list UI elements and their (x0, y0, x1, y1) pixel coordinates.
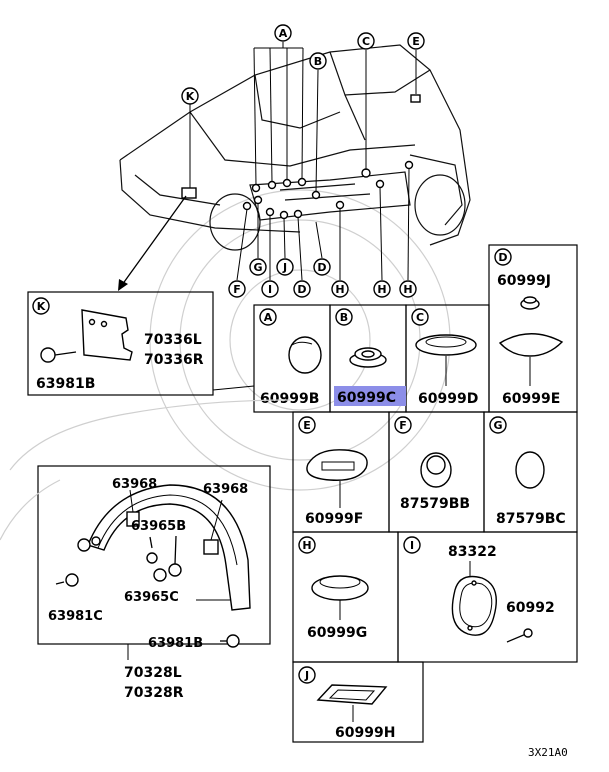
label-60999j: 60999J (497, 273, 551, 289)
bolt-63981b-liner (220, 634, 240, 648)
detail-box-j: J 60999H (298, 666, 395, 741)
svg-text:D: D (317, 261, 326, 274)
callout-a-top: A (274, 24, 292, 42)
detail-grid (253, 244, 578, 743)
label-70328r: 70328R (124, 685, 184, 701)
detail-box-k: K 70336L 70336R 63981B (27, 291, 214, 396)
plug-87579bc (515, 451, 545, 489)
label-63968-left: 63968 (112, 477, 157, 492)
vehicle-outline (119, 44, 471, 251)
svg-text:B: B (314, 55, 322, 68)
label-63981b-liner: 63981B (148, 636, 203, 651)
detail-box-fender-liner: 63968 63968 63965B 63965C 63981C 63981B (0, 399, 291, 651)
svg-text:D: D (498, 251, 507, 264)
label-63968-right: 63968 (203, 482, 248, 497)
plug-60999f (306, 449, 368, 481)
svg-text:H: H (377, 283, 386, 296)
screw-60992 (506, 628, 533, 643)
plug-60999h (316, 684, 388, 705)
callout-row-under-car: G J D F I D H H H (228, 258, 417, 298)
label-70336r: 70336R (144, 352, 204, 368)
svg-text:E: E (303, 419, 311, 432)
svg-text:G: G (253, 261, 262, 274)
label-60999f: 60999F (305, 511, 363, 527)
label-70336l: 70336L (144, 332, 202, 348)
label-63965b: 63965B (131, 519, 186, 534)
label-87579bc: 87579BC (496, 511, 566, 527)
screw-63965c (153, 535, 182, 582)
detail-box-f: F 87579BB (394, 416, 470, 512)
svg-text:C: C (416, 311, 424, 324)
svg-text:E: E (412, 35, 420, 48)
callout-c-top: C (357, 32, 375, 50)
svg-text:G: G (493, 419, 502, 432)
plug-60999e (498, 333, 564, 357)
svg-text:K: K (37, 300, 46, 313)
diagram-code: 3X21A0 (528, 746, 568, 759)
svg-text:H: H (403, 283, 412, 296)
body-plug-markers (242, 160, 414, 220)
svg-text:F: F (399, 419, 407, 432)
svg-text:F: F (233, 283, 241, 296)
label-63981c: 63981C (48, 609, 103, 624)
svg-text:D: D (297, 283, 306, 296)
svg-text:H: H (335, 283, 344, 296)
label-87579bb: 87579BB (400, 496, 470, 512)
bracket-70336 (81, 309, 133, 361)
detail-box-d: D 60999J 60999E (494, 248, 564, 407)
detail-box-h: H 60999G (298, 536, 369, 641)
detail-box-a: A 60999B (259, 308, 322, 407)
svg-text:A: A (264, 311, 273, 324)
clip-63968-right (203, 539, 219, 555)
detail-box-e: E 60999F (298, 416, 368, 527)
svg-text:I: I (268, 283, 272, 296)
label-60999g: 60999G (307, 625, 367, 641)
label-70328l: 70328L (124, 665, 182, 681)
detail-box-g: G 87579BC (489, 416, 566, 527)
screw-63965b (146, 536, 158, 564)
svg-text:H: H (302, 539, 311, 552)
svg-text:K: K (186, 90, 195, 103)
callout-a-label: A (279, 27, 288, 40)
label-63965c: 63965C (124, 590, 179, 605)
label-63981b-k: 63981B (36, 376, 95, 392)
label-60999d: 60999D (418, 391, 478, 407)
svg-text:J: J (304, 669, 309, 682)
callout-b-top: B (309, 52, 327, 70)
detail-box-b: B 60999C (334, 308, 406, 406)
svg-text:B: B (340, 311, 348, 324)
callout-e-top: E (407, 32, 425, 50)
plug-60999d (415, 334, 477, 356)
selected-part-highlight (334, 386, 406, 406)
label-60999e: 60999E (502, 391, 560, 407)
label-60999c: 60999C (337, 390, 396, 406)
detail-box-c: C 60999D (411, 308, 478, 407)
plug-60999b (288, 336, 322, 374)
label-60992: 60992 (506, 600, 555, 616)
svg-text:J: J (282, 261, 287, 274)
label-60999b: 60999B (260, 391, 319, 407)
svg-text:C: C (362, 35, 370, 48)
bolt-63981c (55, 573, 79, 587)
leader-to-grid (212, 385, 255, 391)
label-60999h: 60999H (335, 725, 395, 741)
detail-box-i: I 83322 60992 (403, 536, 555, 643)
callout-k-top: K (181, 87, 199, 105)
bolt-63981b-k (40, 347, 77, 363)
callout-leaders (118, 42, 417, 291)
label-83322: 83322 (448, 544, 497, 560)
svg-text:I: I (410, 539, 414, 552)
